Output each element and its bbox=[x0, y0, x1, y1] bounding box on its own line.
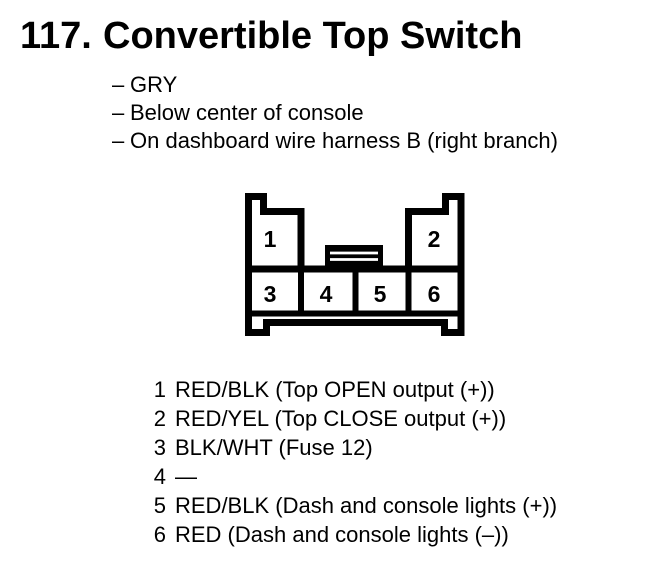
section-number: 117. bbox=[20, 15, 92, 57]
pin-number: 6 bbox=[153, 522, 166, 547]
pin-number: 2 bbox=[153, 406, 166, 431]
pin-row: 4 — bbox=[140, 462, 557, 491]
pin-number: 3 bbox=[153, 435, 166, 460]
note-item: – On dashboard wire harness B (right bra… bbox=[112, 127, 558, 155]
note-item: – Below center of console bbox=[112, 99, 558, 127]
pin-description: RED/BLK (Dash and console lights (+)) bbox=[175, 493, 558, 518]
pin-row: 2 RED/YEL (Top CLOSE output (+)) bbox=[140, 404, 557, 433]
pin-number: 5 bbox=[153, 493, 166, 518]
pin-description: RED/YEL (Top CLOSE output (+)) bbox=[175, 406, 507, 431]
connector-pin-number-6: 6 bbox=[428, 281, 441, 307]
note-text: GRY bbox=[130, 72, 178, 97]
note-bullet: – bbox=[112, 72, 125, 97]
notes-list: – GRY – Below center of console – On das… bbox=[112, 71, 558, 155]
note-bullet: – bbox=[112, 100, 125, 125]
connector-pin-number-5: 5 bbox=[374, 281, 387, 307]
pin-description: — bbox=[175, 464, 197, 489]
page-title: Convertible Top Switch bbox=[103, 15, 523, 57]
pin-description: BLK/WHT (Fuse 12) bbox=[175, 435, 373, 460]
connector-latch-stripes bbox=[330, 251, 378, 261]
section-heading: 117. Convertible Top Switch bbox=[20, 17, 522, 55]
connector-pin-number-2: 2 bbox=[428, 226, 441, 252]
pin-description: RED/BLK (Top OPEN output (+)) bbox=[175, 377, 495, 402]
note-text: Below center of console bbox=[130, 100, 364, 125]
note-bullet: – bbox=[112, 128, 125, 153]
note-text: On dashboard wire harness B (right branc… bbox=[130, 128, 558, 153]
pin-description: RED (Dash and console lights (–)) bbox=[175, 522, 509, 547]
pin-number: 1 bbox=[153, 377, 166, 402]
pin-row: 6 RED (Dash and console lights (–)) bbox=[140, 520, 557, 549]
pin-legend: 1 RED/BLK (Top OPEN output (+)) 2 RED/YE… bbox=[140, 375, 557, 549]
pin-row: 1 RED/BLK (Top OPEN output (+)) bbox=[140, 375, 557, 404]
connector-pin-number-4: 4 bbox=[320, 281, 333, 307]
pin-row: 5 RED/BLK (Dash and console lights (+)) bbox=[140, 491, 557, 520]
connector-cavity-dividers bbox=[298, 269, 412, 314]
connector-latch bbox=[325, 245, 383, 269]
note-item: – GRY bbox=[112, 71, 558, 99]
pin-number: 4 bbox=[153, 464, 166, 489]
pin-row: 3 BLK/WHT (Fuse 12) bbox=[140, 433, 557, 462]
connector-pin-number-3: 3 bbox=[264, 281, 277, 307]
connector-pin-number-1: 1 bbox=[264, 226, 277, 252]
